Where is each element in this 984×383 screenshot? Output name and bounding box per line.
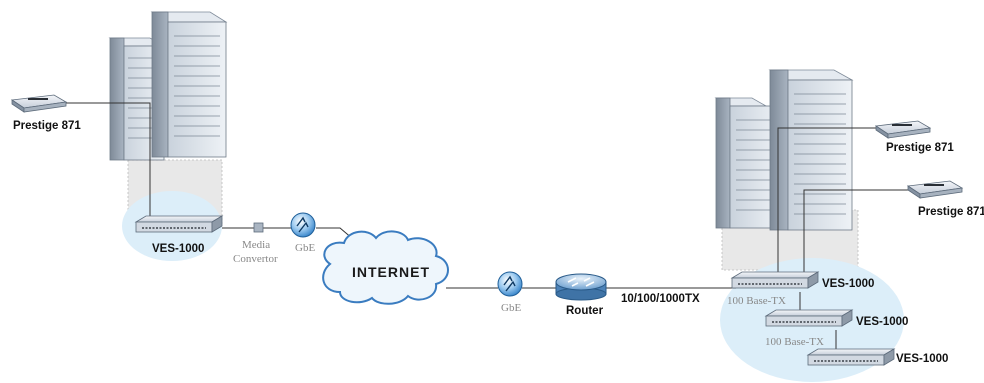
link-prestige-right2 — [803, 189, 912, 274]
prestige-871-right-2-label: Prestige 871 — [918, 206, 984, 218]
gbe-left-label: GbE — [295, 242, 315, 254]
ves-1000-right-1-label: VES-1000 — [822, 278, 874, 290]
speed-link-label: 10/100/1000TX — [621, 293, 700, 305]
server-slots — [794, 93, 846, 215]
connection-lines — [62, 102, 912, 352]
prestige-871-left-label: Prestige 871 — [13, 120, 81, 132]
router-label: Router — [566, 305, 604, 317]
gbe-right-icon — [497, 271, 523, 297]
base-tx-1-label: 100 Base-TX — [727, 295, 786, 307]
prestige-871-left-device — [10, 94, 68, 113]
prestige-871-right-2-device — [906, 180, 964, 199]
ves-1000-right-3-label: VES-1000 — [896, 353, 948, 365]
left-server-front — [150, 11, 228, 158]
internet-cloud — [322, 230, 449, 305]
server-slots — [736, 119, 774, 211]
ves-1000-right-2-label: VES-1000 — [856, 316, 908, 328]
media-convertor-label-line2: Convertor — [233, 253, 278, 265]
ves-1000-right-1-switch — [730, 271, 820, 289]
ves-1000-right-2-switch — [764, 309, 854, 327]
internet-label: INTERNET — [352, 264, 430, 280]
ves-1000-right-3-switch — [806, 348, 896, 366]
link-prestige-right1 — [777, 127, 880, 274]
router-icon — [555, 273, 607, 301]
gbe-left-icon — [290, 212, 316, 238]
right-server-front — [768, 69, 854, 231]
media-convertor-icon — [253, 222, 264, 233]
prestige-871-right-1-label: Prestige 871 — [886, 142, 954, 154]
ves-1000-left-label: VES-1000 — [152, 243, 204, 255]
gbe-right-label: GbE — [501, 302, 521, 314]
ves-1000-left-switch — [134, 215, 224, 233]
base-tx-2-label: 100 Base-TX — [765, 336, 824, 348]
media-convertor-label-line1: Media — [242, 239, 270, 251]
prestige-871-right-1-device — [874, 120, 932, 139]
link-prestige-left-to-ves — [62, 102, 151, 218]
server-slots — [174, 35, 220, 137]
